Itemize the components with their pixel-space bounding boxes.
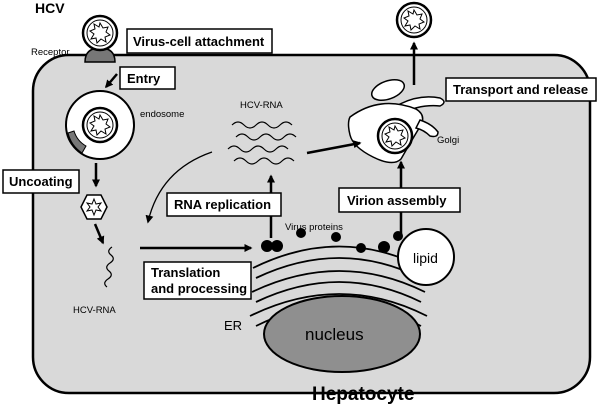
nucleus-label: nucleus — [305, 325, 364, 344]
transport-release-box: Transport and release — [445, 77, 597, 102]
virus-cell-attachment-box: Virus-cell attachment — [126, 28, 273, 54]
rna-replication-label: RNA replication — [174, 197, 271, 212]
flow-arrows — [92, 41, 418, 252]
lipid-droplet — [397, 228, 455, 286]
replicated-rna-strands — [227, 121, 297, 165]
assembled-virion-icon — [376, 117, 414, 155]
uncoating-label: Uncoating — [9, 174, 73, 189]
entry-box: Entry — [119, 66, 176, 90]
rna-replication-box: RNA replication — [166, 192, 282, 217]
virus-cell-attachment-label: Virus-cell attachment — [133, 34, 265, 49]
entry-label: Entry — [127, 71, 161, 86]
uncoating-box: Uncoating — [2, 169, 80, 194]
virion-assembly-label: Virion assembly — [347, 193, 447, 208]
hepatocyte-label: Hepatocyte — [312, 384, 414, 405]
nucleus — [263, 295, 421, 373]
hcv-rna-top-label: HCV-RNA — [240, 100, 283, 111]
lipid-label: lipid — [413, 250, 438, 266]
translation-box: Translation and processing — [143, 261, 252, 300]
translation-label-line2: and processing — [151, 281, 247, 296]
hcv-virion-icon — [81, 14, 119, 52]
uncoated-capsid-icon — [80, 194, 108, 220]
endosome — [65, 90, 135, 160]
hepatocyte-cell — [31, 53, 592, 395]
virus-proteins-label: Virus proteins — [285, 222, 343, 233]
hcv-rna-bottom-label: HCV-RNA — [73, 305, 116, 316]
golgi-label: Golgi — [437, 135, 459, 146]
translation-label-line1: Translation — [151, 265, 220, 280]
endosome-label: endosome — [140, 109, 184, 120]
transport-release-label: Transport and release — [453, 82, 588, 97]
released-virion-icon — [395, 1, 433, 39]
hcv-rna-strand — [104, 246, 114, 288]
er-label: ER — [224, 318, 242, 333]
recycle-arrow — [145, 151, 213, 224]
virion-assembly-box: Virion assembly — [338, 187, 461, 213]
receptor-label: Receptor — [31, 47, 70, 58]
hcv-label: HCV — [35, 0, 65, 16]
